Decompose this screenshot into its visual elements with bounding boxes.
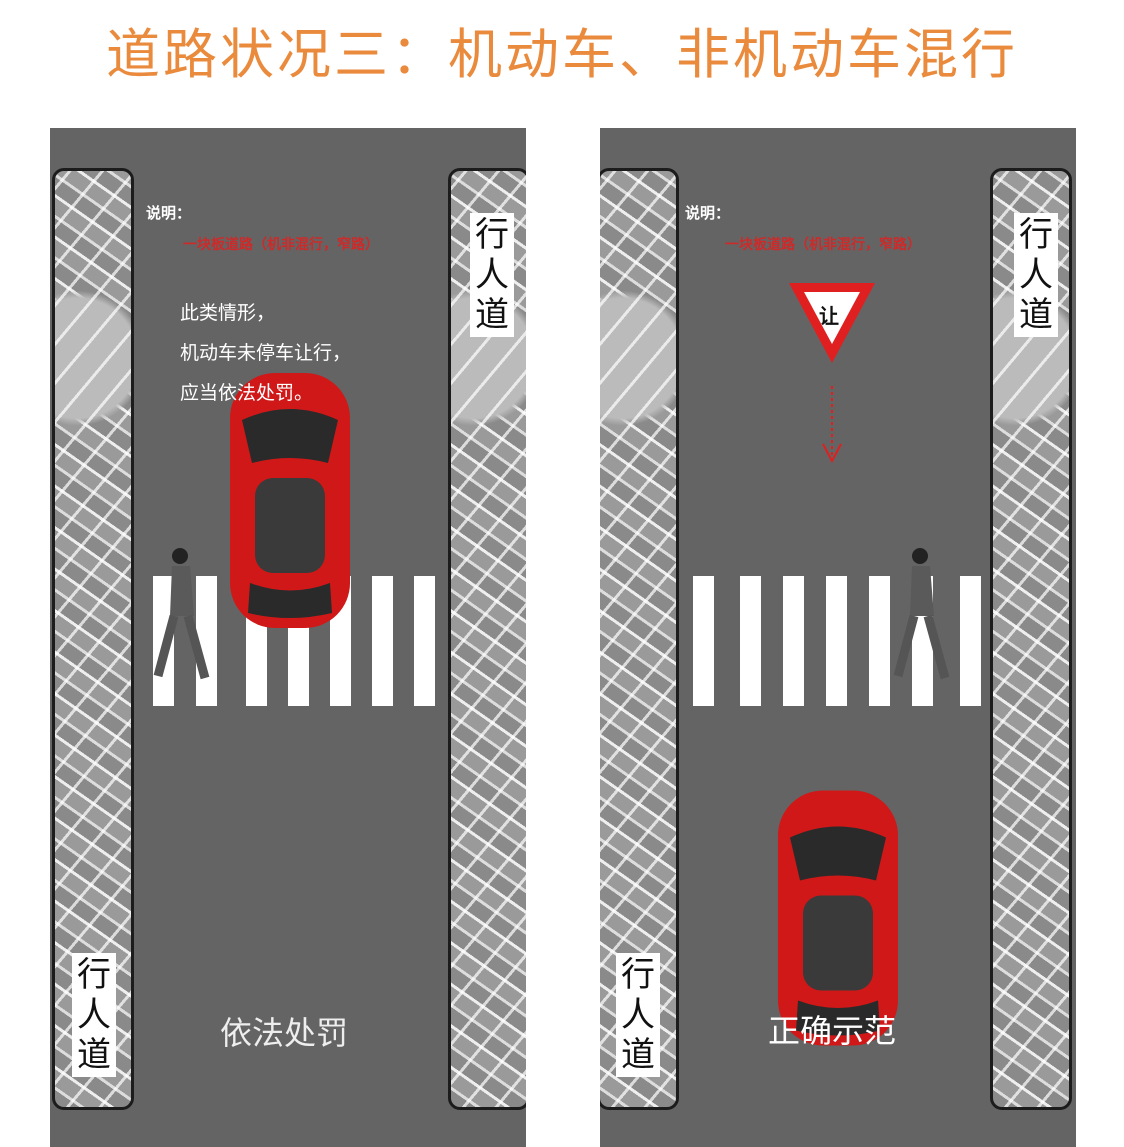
caption-correct: 正确示范 xyxy=(768,1012,897,1050)
page-title: 道路状况三：机动车、非机动车混行 xyxy=(106,23,1018,86)
note-label: 说明： xyxy=(685,204,731,222)
left-panel-violation: 行人道 行人道 说明： 一块板道路（机非混行，窄路） 此类情形， 机动车未停车让… xyxy=(50,128,526,1147)
sidewalk-sign: 行人道 xyxy=(470,213,514,337)
violation-text-2: 机动车未停车让行， xyxy=(180,342,352,364)
sidewalk-left xyxy=(600,168,679,1110)
sidewalk-sign: 行人道 xyxy=(1014,213,1058,337)
caption-penalty: 依法处罚 xyxy=(220,1014,349,1052)
sidewalk-sign: 行人道 xyxy=(616,953,660,1077)
right-panel-correct: 行人道 行人道 说明： 一块板道路（机非混行，窄路） 让 正确示范 xyxy=(600,128,1076,1147)
pedestrian xyxy=(153,548,210,680)
arrow-down-icon xyxy=(822,386,842,464)
violation-text-1: 此类情形， xyxy=(180,302,276,324)
road-type: 一块板道路（机非混行，窄路） xyxy=(183,237,379,253)
red-car xyxy=(778,790,898,1046)
road-type: 一块板道路（机非混行，窄路） xyxy=(725,237,921,253)
pedestrian xyxy=(893,548,950,680)
yield-sign-icon xyxy=(789,283,875,363)
sidewalk-sign: 行人道 xyxy=(72,953,116,1077)
violation-text-3: 应当依法处罚。 xyxy=(180,382,314,404)
red-car xyxy=(230,373,350,628)
sidewalk-left xyxy=(52,168,134,1110)
note-label: 说明： xyxy=(146,204,192,222)
yield-sign-text: 让 xyxy=(819,304,839,328)
